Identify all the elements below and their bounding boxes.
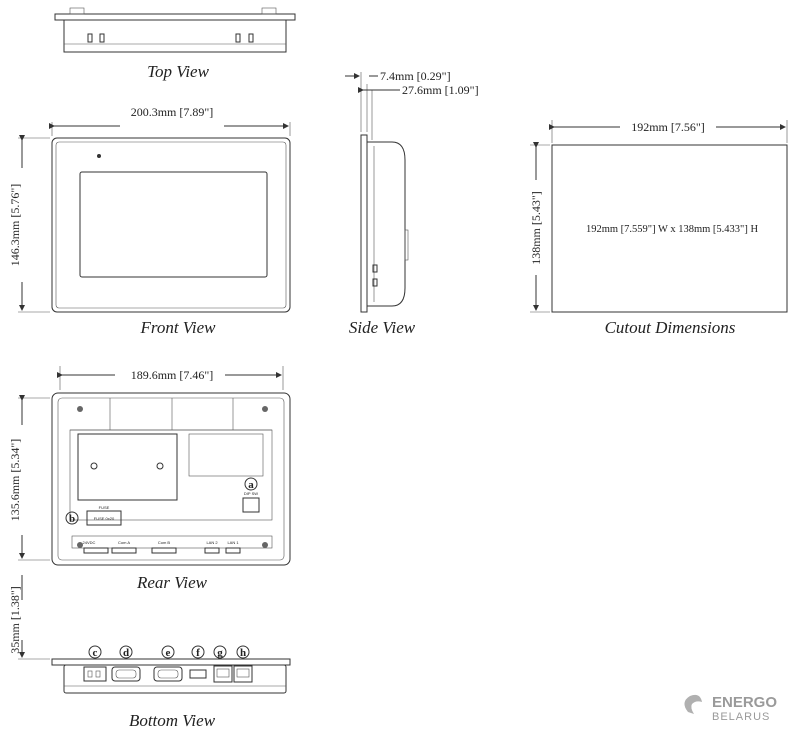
bottom-view-caption: Bottom View [129,711,216,730]
watermark-line2: BELARUS [712,711,770,723]
top-view-caption: Top View [147,62,210,81]
rear-view-caption: Rear View [136,573,208,592]
callout-b: b [69,513,75,525]
cutout-view [530,120,788,313]
callout-e: e [166,647,171,659]
callout-h: h [240,647,246,659]
power-label: 24VDC [83,540,96,545]
cutout-center-label: 192mm [7.559"] W x 138mm [5.433"] H [586,224,759,235]
cutout-width-dim: 192mm [7.56"] [631,120,705,134]
lan1-label: LAN 1 [227,540,239,545]
top-view [54,7,296,53]
fuse-box-label: FUSE 0x20 [94,516,115,521]
com-a-label: Com A [118,540,130,545]
rear-width-dim: 189.6mm [7.46"] [131,368,214,382]
side-depth-dim-2: 27.6mm [1.09"] [402,83,479,97]
front-view [18,122,291,313]
com-b-label: Com B [158,540,171,545]
rear-view [18,366,291,566]
front-height-dim: 146.3mm [5.76"] [8,184,22,267]
callout-f: f [196,647,200,659]
side-view-caption: Side View [349,318,416,337]
lan2-label: LAN 2 [206,540,218,545]
bottom-view [18,575,291,694]
callout-c: c [93,647,98,659]
fuse-title: FUSE [99,505,110,510]
front-view-caption: Front View [139,318,216,337]
front-width-dim: 200.3mm [7.89"] [131,105,214,119]
side-depth-dim-1: 7.4mm [0.29"] [380,69,451,83]
dip-switch-label: DIP SW [244,491,258,496]
bottom-height-dim: 35mm [1.38"] [8,586,22,654]
side-view [345,72,409,313]
callout-g: g [217,647,223,659]
callout-a: a [248,479,254,491]
rear-height-dim: 135.6mm [5.34"] [8,439,22,522]
energo-logo-icon [684,694,702,714]
cutout-height-dim: 138mm [5.43"] [529,191,543,265]
callout-d: d [123,647,129,659]
watermark-line1: ENERGO [712,694,777,711]
cutout-caption: Cutout Dimensions [605,318,736,337]
